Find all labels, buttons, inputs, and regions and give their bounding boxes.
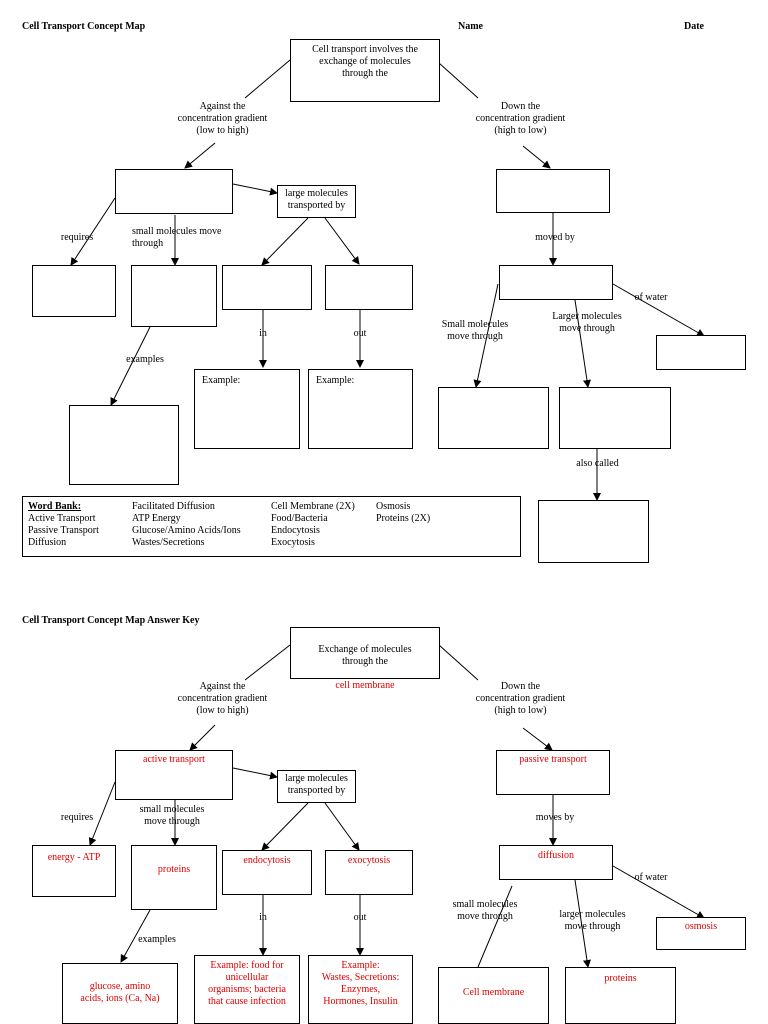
top-concept-box: Cell transport involves the exchange of … (290, 39, 440, 102)
ak-moves-by-label: moves by (535, 812, 575, 823)
small-molecules-label: small molecules move through (132, 226, 222, 249)
ak-examples-label: examples (138, 934, 176, 945)
word-bank-heading: Word Bank: (28, 501, 82, 512)
blank-box-examples[interactable] (69, 405, 179, 485)
word-bank: Word Bank: Active Transport Passive Tran… (22, 496, 521, 557)
worksheet-title: Cell Transport Concept Map (22, 21, 146, 32)
ak-active-transport-box: active transport (115, 750, 233, 800)
blank-box-active[interactable] (115, 169, 233, 214)
word-bank-col2: Facilitated Diffusion ATP Energy Glucose… (132, 501, 241, 548)
blank-box-passive[interactable] (496, 169, 610, 213)
blank-box-exocytosis[interactable] (325, 265, 413, 310)
word-bank-col4: Osmosis Proteins (2X) (376, 501, 431, 524)
down-gradient-label: Down the concentration gradient (high to… (475, 101, 566, 136)
ak-down-label: Down the concentration gradient (high to… (475, 681, 566, 716)
out-label: out (353, 328, 367, 339)
blank-box-diffusion[interactable] (499, 265, 613, 300)
word-bank-col3: Cell Membrane (2X) Food/Bacteria Endocyt… (271, 501, 355, 548)
blank-box-osmosis[interactable] (656, 335, 746, 370)
date-label: Date (684, 21, 704, 32)
ak-top-answer: cell membrane (335, 680, 395, 691)
moved-by-label: moved by (535, 232, 575, 243)
ak-energy-box: energy - ATP (32, 845, 116, 897)
ak-osmosis-box: osmosis (656, 917, 746, 950)
word-bank-col1: Active Transport Passive Transport Diffu… (28, 513, 99, 548)
small-through-label: Small molecules move through (441, 319, 509, 342)
ak-proteins2-box: proteins (565, 967, 676, 1024)
of-water-label: of water (634, 292, 668, 303)
answer-key-title: Cell Transport Concept Map Answer Key (22, 615, 200, 626)
ak-top-concept-box: Exchange of molecules through the cell m… (290, 627, 440, 691)
large-molecules-box: large molecules transported by (277, 185, 356, 218)
blank-box-endocytosis[interactable] (222, 265, 312, 310)
example-box-left[interactable]: Example: (194, 369, 300, 449)
ak-passive-transport-box: passive transport (496, 750, 610, 795)
also-called-label: also called (576, 458, 619, 469)
ak-in-label: in (259, 912, 267, 923)
blank-box-small-molecules[interactable] (131, 265, 217, 327)
ak-larger-through-label: larger molecules move through (559, 909, 626, 932)
ak-small-molecules-label: small molecules move through (139, 804, 205, 827)
ak-of-water-label: of water (634, 872, 668, 883)
blank-box-requires[interactable] (32, 265, 116, 317)
ak-exocytosis-box: exocytosis (325, 850, 413, 895)
in-label: in (259, 328, 267, 339)
larger-through-label: Larger molecules move through (552, 311, 622, 334)
ak-cell-membrane-box: Cell membrane (438, 967, 549, 1024)
ak-small-through-label: small molecules move through (452, 899, 518, 922)
ak-against-label: Against the concentration gradient (low … (177, 681, 268, 716)
ak-large-molecules-box: large molecules transported by (277, 770, 356, 803)
ak-glucose-box: glucose, amino acids, ions (Ca, Na) (62, 963, 178, 1024)
ak-requires-label: requires (60, 812, 94, 823)
example-box-right[interactable]: Example: (308, 369, 413, 449)
ak-top-text: Exchange of molecules through the (318, 644, 412, 667)
ak-exo-example-box: Example: Wastes, Secretions: Enzymes, Ho… (308, 955, 413, 1024)
ak-out-label: out (353, 912, 367, 923)
blank-box-small-through[interactable] (438, 387, 549, 449)
ak-endocytosis-box: endocytosis (222, 850, 312, 895)
ak-endo-example-box: Example: food for unicellular organisms;… (194, 955, 300, 1024)
ak-diffusion-box: diffusion (499, 845, 613, 880)
examples-label: examples (126, 354, 164, 365)
blank-box-also-called[interactable] (538, 500, 649, 563)
requires-label: requires (60, 232, 94, 243)
against-gradient-label: Against the concentration gradient (low … (177, 101, 268, 136)
ak-proteins-box: proteins (131, 845, 217, 910)
blank-box-larger-through[interactable] (559, 387, 671, 449)
name-label: Name (458, 21, 483, 32)
